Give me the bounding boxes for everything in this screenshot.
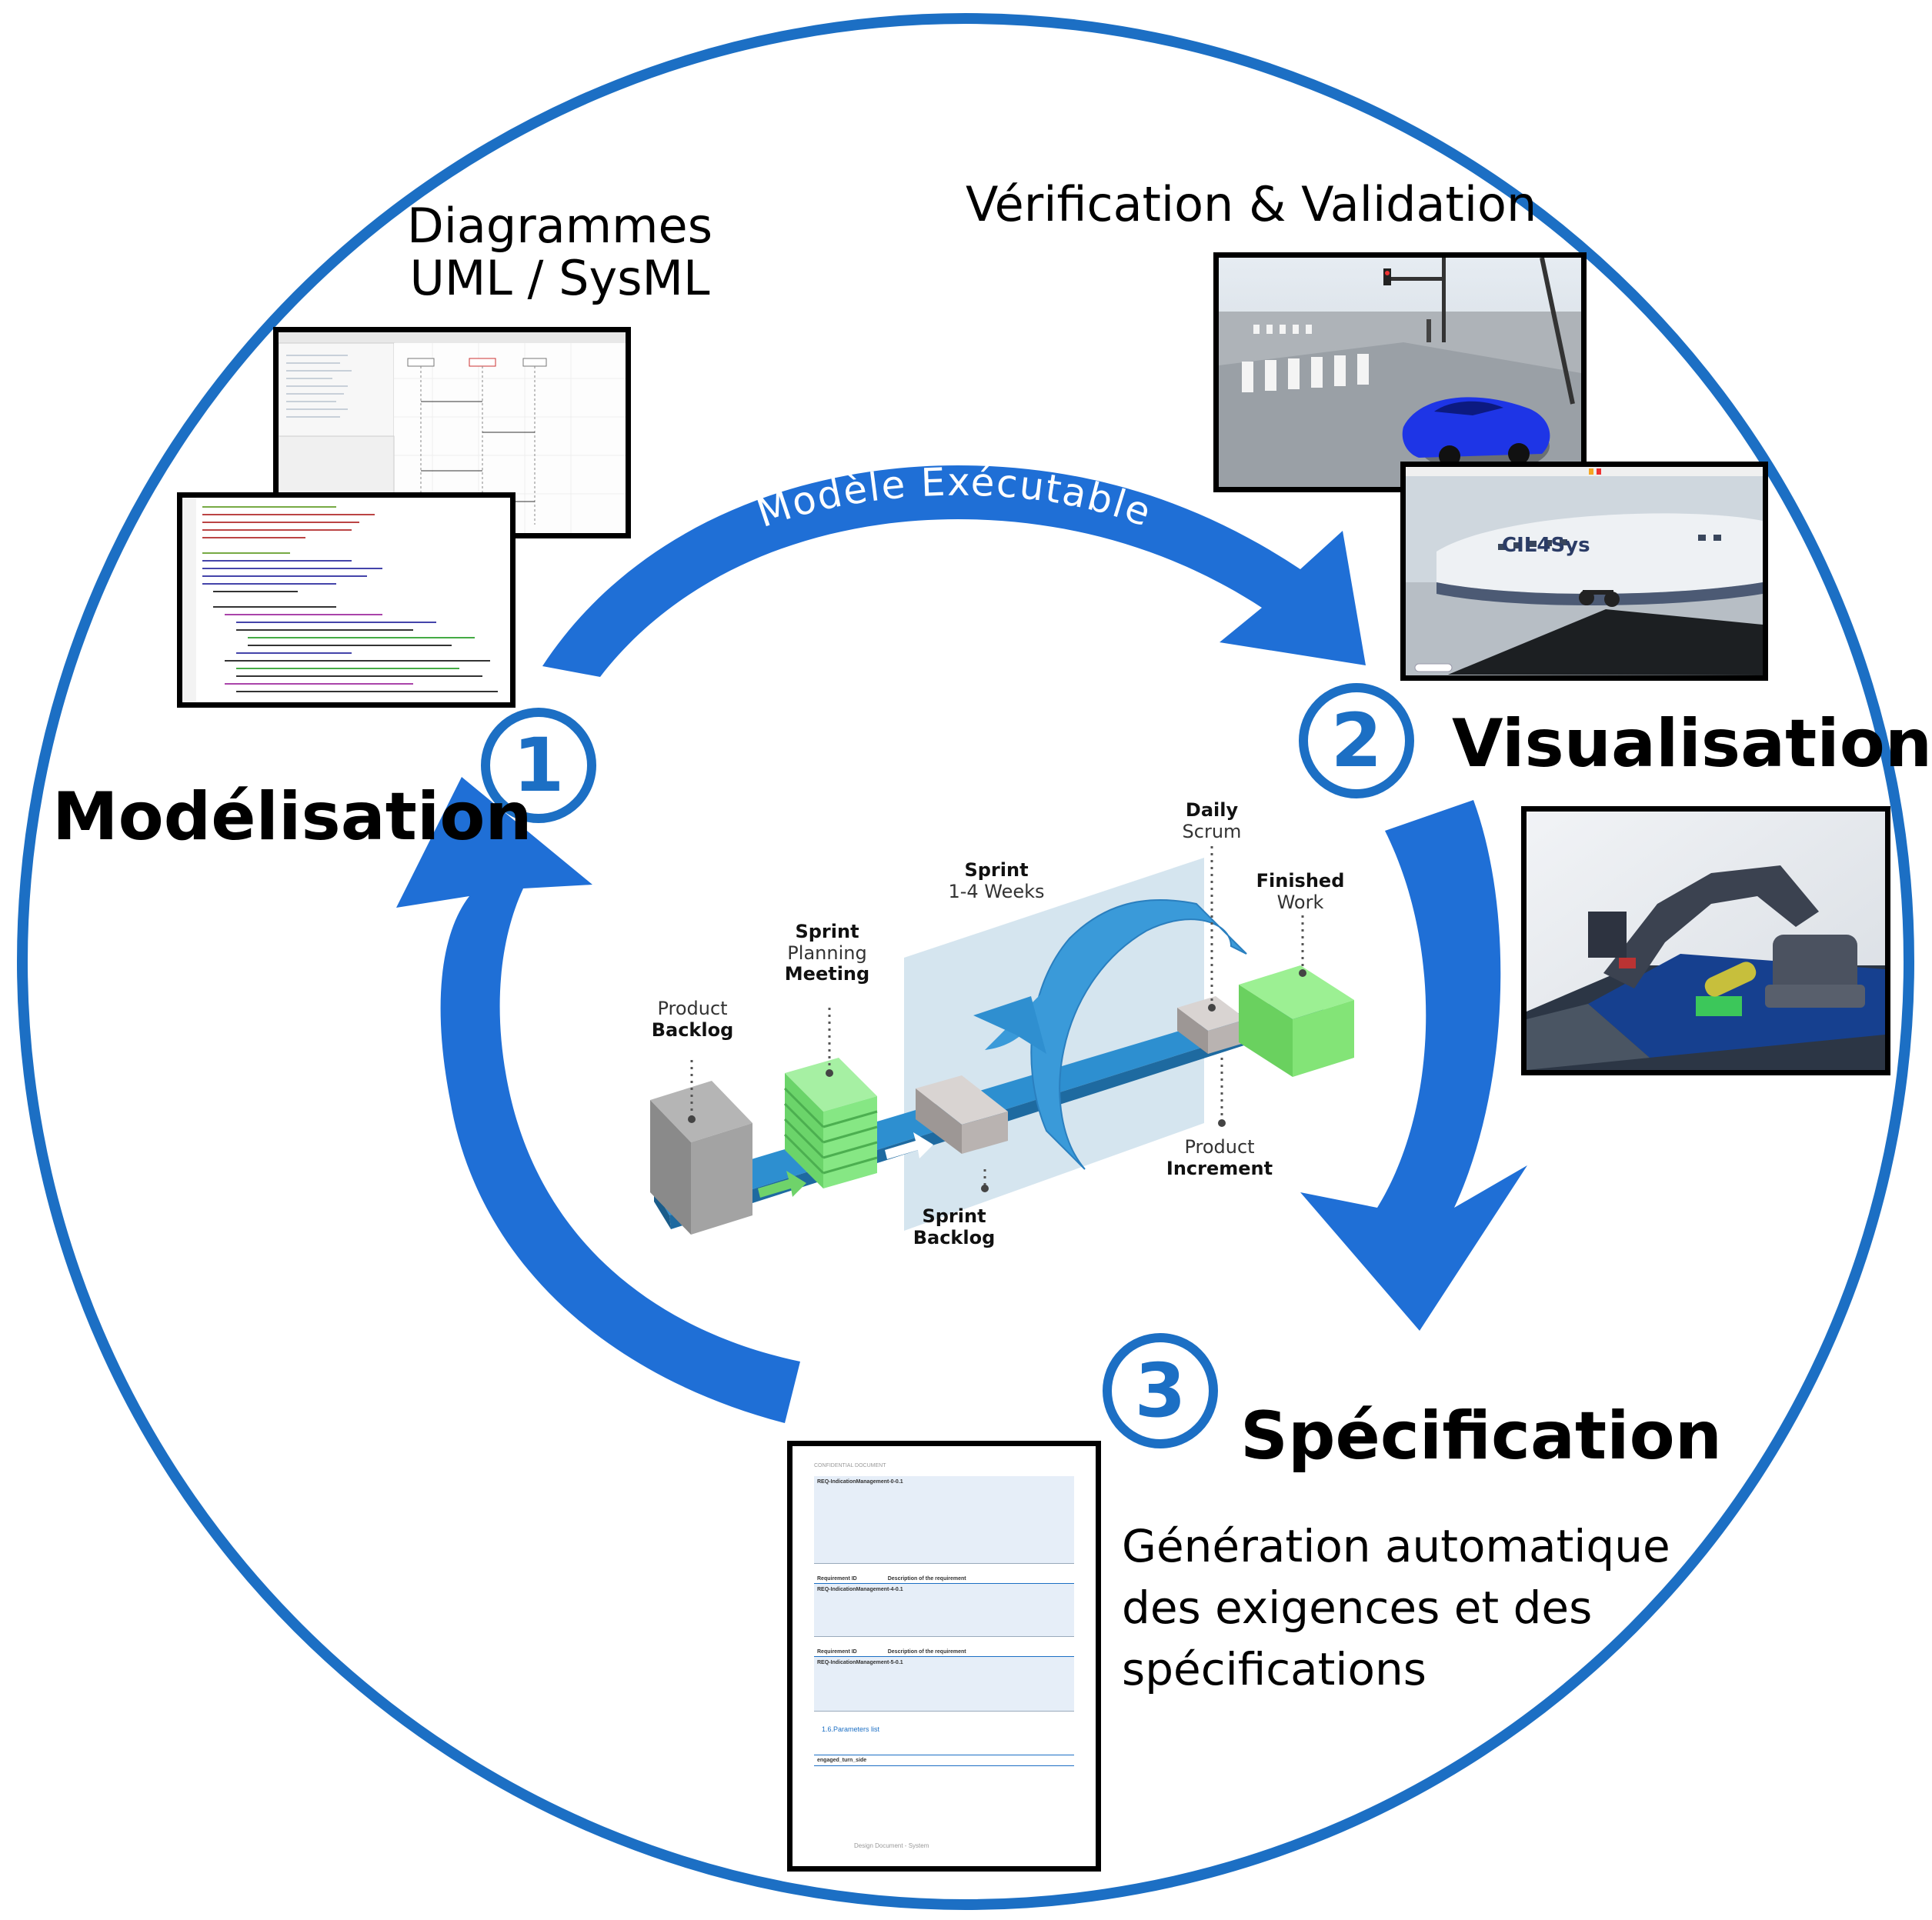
diagrams-caption-line1: Diagrammes — [406, 198, 713, 254]
sprint-planning-stack — [783, 1058, 878, 1188]
outer-ring — [17, 13, 1914, 1910]
label-sprint-backlog-line2: Backlog — [913, 1226, 996, 1248]
doc-header: CONFIDENTIAL DOCUMENT — [814, 1463, 886, 1468]
doc-req-2: REQ-IndicationManagement-4-0.1 — [817, 1587, 903, 1592]
label-finished-work: Finished Work — [1246, 870, 1354, 913]
doc-req-1: REQ-IndicationManagement-0-0.1 — [817, 1479, 903, 1485]
executable-model-arrow — [542, 465, 1366, 677]
doc-footer: Design Document - System — [854, 1842, 929, 1849]
diagrams-caption: Diagrammes UML / SysML — [369, 198, 750, 307]
specification-document: CONFIDENTIAL DOCUMENT REQ-IndicationMana… — [787, 1441, 1101, 1872]
step-2-number: 2 — [1299, 683, 1414, 798]
step-1-title: Modélisation — [52, 778, 532, 855]
label-sprint-planning-line1: Sprint — [795, 921, 859, 942]
crosswalk-scene-image — [1219, 258, 1581, 487]
label-finished-work-line2: Work — [1276, 891, 1324, 913]
product-backlog-box — [650, 1081, 752, 1142]
robot-arm-simulation-screenshot — [1521, 806, 1890, 1075]
doc-req-3: REQ-IndicationManagement-5-0.1 — [817, 1660, 903, 1665]
doc-table-header-1: Requirement ID Description of the requir… — [814, 1575, 1074, 1584]
label-sprint-planning: Sprint Planning Meeting — [769, 921, 885, 985]
spec-arrow — [1300, 800, 1527, 1331]
step-2-title: Visualisation — [1452, 705, 1932, 782]
label-sprint-weeks: Sprint 1-4 Weeks — [935, 859, 1058, 902]
doc-params-row: engaged_turn_side — [814, 1755, 1074, 1766]
sprint-backlog-stack — [916, 1075, 1008, 1154]
doc-col-req-1: Requirement ID — [817, 1576, 857, 1582]
label-product-backlog-line1: Product — [657, 998, 728, 1019]
label-daily-scrum-line2: Scrum — [1182, 820, 1242, 842]
label-sprint-planning-line3: Meeting — [784, 963, 870, 985]
label-daily-scrum-line1: Daily — [1185, 799, 1239, 821]
label-finished-work-line1: Finished — [1256, 870, 1345, 892]
return-arrow — [396, 777, 800, 1423]
doc-col-req-2: Requirement ID — [817, 1649, 857, 1655]
code-screenshot — [177, 492, 516, 708]
doc-table-header-2: Requirement ID Description of the requir… — [814, 1648, 1074, 1657]
product-increment-stack — [1177, 996, 1246, 1054]
robot-arm-image — [1527, 812, 1885, 1070]
label-sprint-backlog-line1: Sprint — [922, 1205, 986, 1227]
drone-logo-text: CIL4Sys — [1502, 534, 1590, 557]
drone-simulation-screenshot: CIL4Sys — [1400, 462, 1768, 681]
label-sprint-backlog: Sprint Backlog — [904, 1205, 1004, 1248]
doc-col-desc-1: Description of the requirement — [887, 1576, 966, 1582]
generation-caption-line3: spécifications — [1122, 1643, 1427, 1696]
doc-req-block-1: REQ-IndicationManagement-0-0.1 — [814, 1476, 1074, 1564]
label-product-increment: Product Increment — [1166, 1136, 1273, 1179]
doc-req-block-3: REQ-IndicationManagement-5-0.1 — [814, 1657, 1074, 1712]
doc-param-name: engaged_turn_side — [817, 1758, 867, 1763]
doc-col-desc-2: Description of the requirement — [887, 1649, 966, 1655]
drone-scene-image: CIL4Sys — [1406, 467, 1763, 675]
generation-caption-line2: des exigences et des — [1122, 1582, 1593, 1635]
generation-caption: Génération automatique des exigences et … — [1122, 1515, 1670, 1700]
finished-work-cube — [1239, 965, 1354, 1077]
label-product-backlog-line2: Backlog — [651, 1018, 734, 1041]
label-sprint-weeks-line1: Sprint — [964, 859, 1029, 881]
doc-params-title: 1.6.Parameters list — [822, 1725, 880, 1733]
generation-caption-line1: Génération automatique — [1122, 1520, 1670, 1572]
diagrams-caption-line2: UML / SysML — [409, 250, 710, 307]
label-product-increment-line1: Product — [1184, 1136, 1255, 1158]
doc-req-block-2: REQ-IndicationManagement-4-0.1 — [814, 1584, 1074, 1637]
label-product-backlog: Product Backlog — [639, 998, 746, 1041]
track-arrow-white — [885, 1132, 933, 1159]
label-sprint-planning-line2: Planning — [787, 942, 867, 964]
label-sprint-weeks-line2: 1-4 Weeks — [948, 880, 1045, 902]
label-daily-scrum: Daily Scrum — [1166, 799, 1258, 842]
step-3-title: Spécification — [1240, 1398, 1722, 1475]
vv-caption: Vérification & Validation — [966, 176, 1537, 232]
code-image — [182, 498, 510, 702]
label-product-increment-line2: Increment — [1166, 1157, 1273, 1179]
crosswalk-simulation-screenshot — [1213, 252, 1587, 492]
step-3-number: 3 — [1103, 1333, 1218, 1448]
track-arrow-green — [758, 1171, 806, 1198]
scrum-illustration — [650, 846, 1354, 1235]
